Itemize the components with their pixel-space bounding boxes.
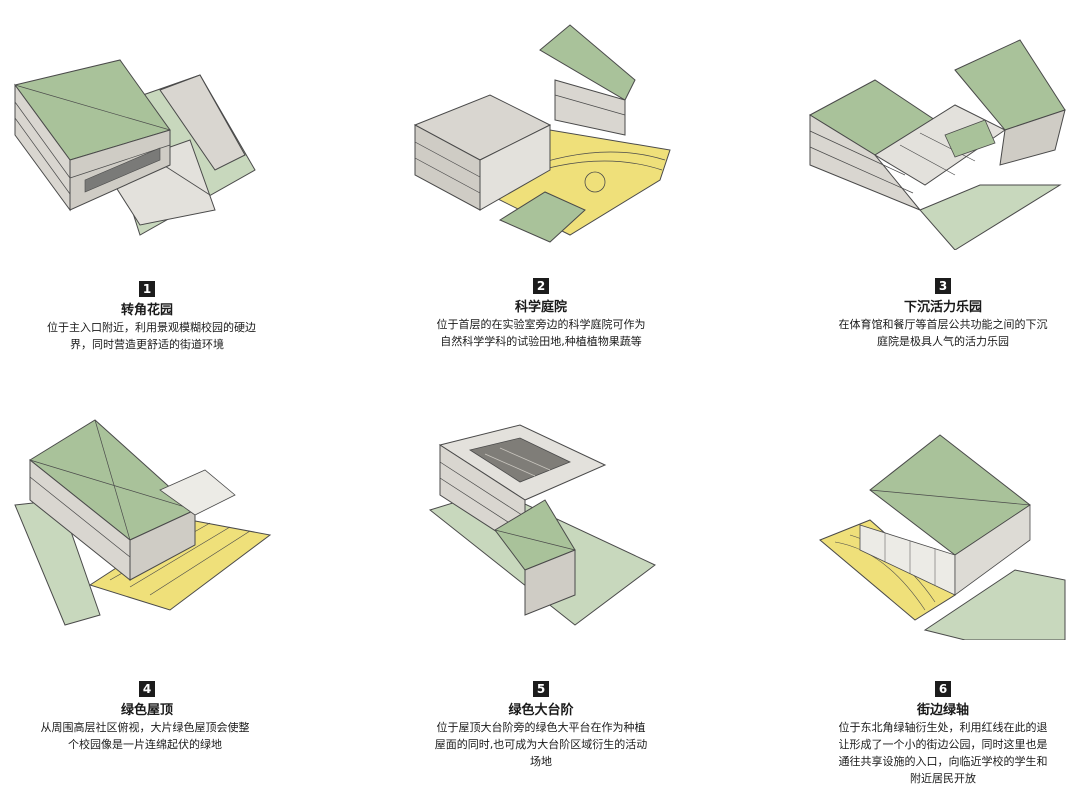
illustration-sunken-playground — [805, 35, 1075, 250]
description-line: 个校园像是一片连绵起伏的绿地 — [10, 736, 280, 753]
description-line: 屋面的同时,也可成为大台阶区域衍生的活动 — [391, 736, 691, 753]
panel-number-badge: 3 — [935, 278, 951, 294]
description-line: 场地 — [391, 753, 691, 770]
panel-title: 街边绿轴 — [843, 703, 1043, 719]
description-line: 自然科学学科的试验田地,种植植物果蔬等 — [391, 333, 691, 350]
panel-number-badge: 4 — [139, 681, 155, 697]
panel-description: 位于首层的在实验室旁边的科学庭院可作为 自然科学学科的试验田地,种植植物果蔬等 — [391, 316, 691, 350]
panel-title: 下沉活力乐园 — [843, 300, 1043, 316]
description-line: 从周围高层社区俯视，大片绿色屋顶会使整 — [10, 719, 280, 736]
description-line: 附近居民开放 — [808, 770, 1078, 787]
description-line: 让形成了一个小的街边公园，同时这里也是 — [808, 736, 1078, 753]
panel-title: 绿色屋顶 — [47, 703, 247, 719]
description-line: 位于屋顶大台阶旁的绿色大平台在作为种植 — [391, 719, 691, 736]
panel-description: 位于东北角绿轴衍生处，利用红线在此的退 让形成了一个小的街边公园，同时这里也是 … — [808, 719, 1078, 787]
panel-title: 绿色大台阶 — [441, 703, 641, 719]
description-line: 界，同时营造更舒适的街道环境 — [47, 336, 247, 353]
panel-description: 位于主入口附近，利用景观模糊校园的硬边 界，同时营造更舒适的街道环境 — [47, 319, 247, 353]
panel-number-badge: 5 — [533, 681, 549, 697]
panel-description: 在体育馆和餐厅等首层公共功能之间的下沉 庭院是极具人气的活力乐园 — [793, 316, 1080, 350]
illustration-corner-garden — [10, 20, 260, 250]
description-line: 庭院是极具人气的活力乐园 — [793, 333, 1080, 350]
illustration-science-courtyard — [410, 20, 680, 250]
description-line: 位于东北角绿轴衍生处，利用红线在此的退 — [808, 719, 1078, 736]
panel-description: 从周围高层社区俯视，大片绿色屋顶会使整 个校园像是一片连绵起伏的绿地 — [10, 719, 280, 753]
description-line: 位于首层的在实验室旁边的科学庭院可作为 — [391, 316, 691, 333]
description-line: 通往共享设施的入口，向临近学校的学生和 — [808, 753, 1078, 770]
description-line: 位于主入口附近，利用景观模糊校园的硬边 — [47, 319, 247, 336]
description-line: 在体育馆和餐厅等首层公共功能之间的下沉 — [793, 316, 1080, 333]
panel-number-badge: 6 — [935, 681, 951, 697]
illustration-green-roof — [10, 415, 275, 630]
panel-description: 位于屋顶大台阶旁的绿色大平台在作为种植 屋面的同时,也可成为大台阶区域衍生的活动… — [391, 719, 691, 770]
illustration-street-green-axis — [815, 430, 1070, 640]
illustration-green-grand-steps — [425, 420, 670, 630]
panel-title: 转角花园 — [47, 303, 247, 319]
panel-number-badge: 2 — [533, 278, 549, 294]
panel-title: 科学庭院 — [441, 300, 641, 316]
panel-number-badge: 1 — [139, 281, 155, 297]
